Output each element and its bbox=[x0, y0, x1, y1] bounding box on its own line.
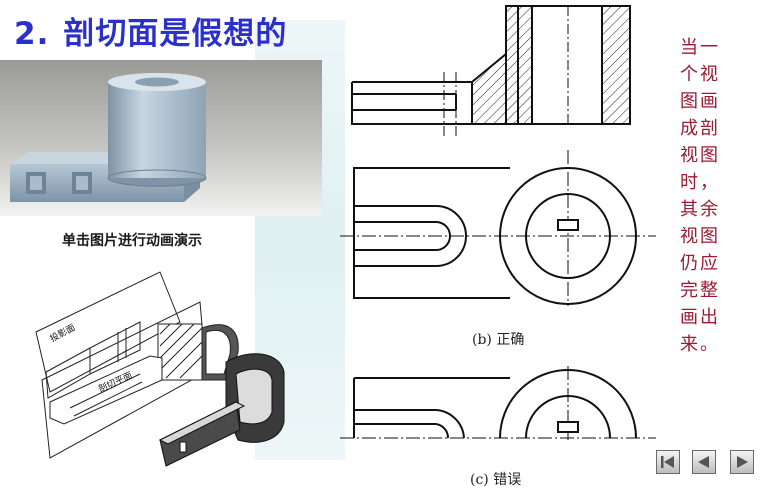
model-photo[interactable] bbox=[0, 60, 322, 216]
side-note-line: 视图 bbox=[680, 226, 720, 247]
slide-title: 2. 剖切面是假想的 bbox=[14, 8, 287, 53]
label-projection-plane: 投影面 bbox=[48, 321, 77, 344]
side-note-line: 成剖 bbox=[680, 118, 720, 139]
title-number: 2. bbox=[14, 16, 50, 52]
side-note-line: 当一 bbox=[680, 37, 720, 58]
side-note-line: 仍应 bbox=[680, 253, 720, 274]
side-note-line: 个视 bbox=[680, 64, 720, 85]
caption-correct: (b) 正确 bbox=[472, 332, 524, 348]
previous-slide-button[interactable] bbox=[692, 450, 716, 474]
photo-caption[interactable]: 单击图片进行动画演示 bbox=[62, 233, 202, 249]
side-note-line: 画出 bbox=[680, 307, 720, 328]
caption-wrong: (c) 错误 bbox=[470, 472, 521, 488]
front-view-section bbox=[351, 5, 631, 136]
first-slide-button[interactable] bbox=[656, 450, 680, 474]
side-note-line: 来。 bbox=[680, 334, 720, 355]
side-note-line: 其余 bbox=[680, 199, 720, 220]
top-view-wrong bbox=[340, 366, 656, 440]
title-text: 剖切面是假想的 bbox=[63, 16, 288, 52]
first-slide-icon bbox=[661, 456, 674, 468]
side-note-line: 完整 bbox=[680, 280, 720, 301]
previous-slide-icon bbox=[698, 456, 709, 468]
side-note: 当一 个视 图画 成剖 视图 时， 其余 视图 仍应 完整 画出 来。 bbox=[680, 34, 730, 358]
next-slide-button[interactable] bbox=[730, 450, 754, 474]
side-note-line: 视图 bbox=[680, 145, 720, 166]
section-illustration[interactable]: 投影面 剖切平面 bbox=[30, 262, 295, 470]
side-note-line: 时， bbox=[680, 172, 720, 193]
top-view-correct bbox=[340, 150, 656, 306]
next-slide-icon bbox=[737, 456, 748, 468]
orthographic-views: (b) 正确 (c) 错误 bbox=[340, 5, 656, 488]
side-note-line: 图画 bbox=[680, 91, 720, 112]
